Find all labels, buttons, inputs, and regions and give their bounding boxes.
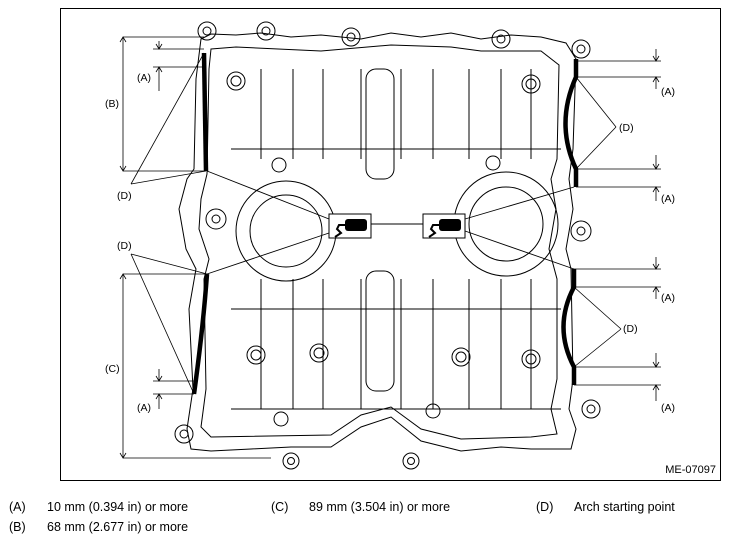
label-a-right-2: (A) — [661, 193, 675, 205]
label-d-left-bottom: (D) — [117, 240, 132, 252]
legend-text: 10 mm (0.394 in) or more — [47, 500, 189, 514]
legend-item-b: (B) 68 mm (2.677 in) or more — [9, 520, 188, 534]
stud-hole — [521, 349, 541, 369]
bolt-boss — [197, 21, 217, 41]
legend-text: 68 mm (2.677 in) or more — [47, 520, 189, 534]
legend-code: (C) — [271, 500, 289, 514]
sealant-bead-lower-right — [561, 269, 577, 385]
bolt-boss — [256, 21, 276, 41]
legend-item-a: (A) 10 mm (0.394 in) or more — [9, 500, 188, 514]
stud-hole — [485, 155, 501, 171]
label-a-right-3: (A) — [661, 292, 675, 304]
stud-hole — [226, 71, 246, 91]
stud-hole — [451, 347, 471, 367]
stud-hole — [273, 411, 289, 427]
legend-code: (D) — [536, 500, 554, 514]
bolt-boss — [570, 220, 592, 242]
label-a-left-bottom: (A) — [137, 402, 151, 414]
left-bore — [235, 180, 337, 282]
label-d-right-top: (D) — [619, 122, 634, 134]
center-pocket-bottom — [365, 270, 395, 392]
oil-pan-diagram: (A) (B) (D) (D) (C) (A) (A) (D) (A) (A) … — [105, 21, 675, 470]
label-a-right-1: (A) — [661, 86, 675, 98]
stud-hole — [246, 345, 266, 365]
figure-id: ME-07097 — [665, 464, 716, 476]
right-bore — [453, 171, 559, 277]
sealant-bead-upper-right — [563, 59, 579, 187]
stud-hole — [425, 403, 441, 419]
sealant-tube-icon-right — [422, 213, 466, 239]
bolt-boss — [174, 424, 194, 444]
bolt-boss — [571, 39, 591, 59]
legend-code: (A) — [9, 500, 26, 514]
sealant-tube-icon-left — [328, 213, 372, 239]
stud-hole — [309, 343, 329, 363]
legend-text: 89 mm (3.504 in) or more — [309, 500, 451, 514]
label-a-right-4: (A) — [661, 402, 675, 414]
diagram-frame: (A) (B) (D) (D) (C) (A) (A) (D) (A) (A) … — [60, 8, 721, 481]
bolt-boss — [402, 452, 420, 470]
bolt-boss — [491, 29, 511, 49]
pan-outer-outline — [178, 32, 577, 452]
label-d-left-top: (D) — [117, 190, 132, 202]
label-b: (B) — [105, 98, 119, 110]
legend-item-c: (C) 89 mm (3.504 in) or more — [271, 500, 450, 514]
bolt-boss — [341, 27, 361, 47]
bolt-boss — [205, 208, 227, 230]
legend-code: (B) — [9, 520, 26, 534]
legend-text: Arch starting point — [574, 500, 675, 514]
center-pocket-top — [365, 68, 395, 180]
stud-hole — [271, 157, 287, 173]
bolt-boss — [581, 399, 601, 419]
label-d-right-bottom: (D) — [623, 323, 638, 335]
stud-hole — [521, 74, 541, 94]
sealant-bead-upper-left — [201, 52, 209, 172]
pan-inner-outline — [198, 44, 560, 440]
legend-item-d: (D) Arch starting point — [536, 500, 675, 514]
sealant-bead-lower-left — [191, 273, 210, 395]
label-a-left-top: (A) — [137, 72, 151, 84]
bolt-boss — [282, 452, 300, 470]
label-c: (C) — [105, 363, 120, 375]
